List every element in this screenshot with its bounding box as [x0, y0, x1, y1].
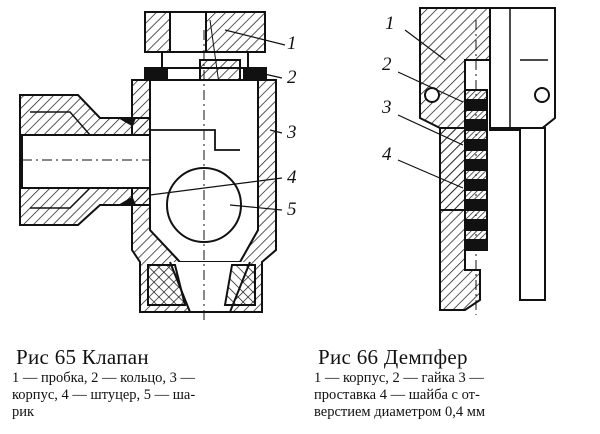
- damper-nut: [420, 7, 556, 131]
- fig65-label-2: 2: [287, 67, 297, 88]
- valve-ring-right: [243, 67, 267, 79]
- fig65-legend-line-1: 1 — пробка, 2 — кольцо, 3 —: [12, 370, 195, 386]
- fig66-label-3: 3: [382, 97, 392, 118]
- fig65-label-4: 4: [287, 167, 297, 188]
- fig65-legend-line-3: рик: [12, 404, 35, 420]
- fig65-label-3: 3: [287, 122, 297, 143]
- fig66-legend: 1 — корпус, 2 — гайка 3 — проставка 4 — …: [314, 370, 596, 421]
- fig66-legend-line-1: 1 — корпус, 2 — гайка 3 —: [314, 370, 484, 386]
- fig66-title: Рис 66 Демпфер: [318, 345, 468, 369]
- fig65-title: Рис 65 Клапан: [16, 345, 149, 369]
- fig65-label-1: 1: [287, 33, 297, 54]
- valve-drawing: [19, 11, 286, 320]
- fig65-label-5: 5: [287, 199, 297, 220]
- fig65-legend-line-2: корпус, 4 — штуцер, 5 — ша-: [12, 387, 196, 403]
- fig66-legend-line-2: проставка 4 — шайба с от-: [314, 387, 480, 403]
- fig66-label-2: 2: [382, 54, 392, 75]
- fig66-label-1: 1: [385, 13, 395, 34]
- fig66-legend-line-3: верстием диаметром 0,4 мм: [314, 404, 486, 420]
- damper-drawing: [397, 7, 556, 315]
- fig66-label-4: 4: [382, 144, 392, 165]
- valve-ring-left: [144, 67, 168, 79]
- fig65-legend: 1 — пробка, 2 — кольцо, 3 — корпус, 4 — …: [12, 370, 292, 421]
